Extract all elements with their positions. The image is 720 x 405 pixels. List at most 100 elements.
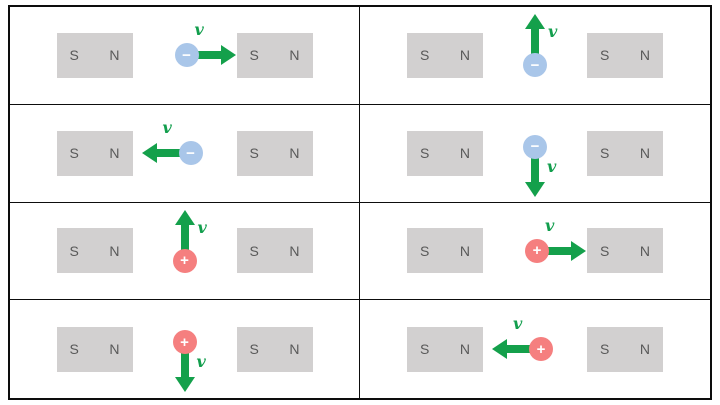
velocity-label: v [513,314,523,334]
right-magnet: S N [236,130,313,176]
arrow-head [571,240,586,261]
charge-sign: − [530,56,540,74]
panel-4: S N − v S N [360,105,710,203]
charge-sign: + [180,252,189,269]
velocity-label: v [162,118,172,138]
charge-and-velocity: + v [483,203,587,300]
arrow-head [525,14,545,29]
arrow-head [525,181,545,197]
pole-label-n: N [459,341,470,358]
panel-3: S N − v S N [10,104,360,203]
charge-particle: − [178,141,203,166]
right-magnet: S N [587,228,663,274]
pole-label-s: S [69,47,79,64]
pole-label-n: N [459,47,470,64]
left-magnet: S N [56,228,133,274]
left-magnet: S N [407,326,483,372]
panel-8: S N + v S N [360,300,710,398]
arrow-head [141,143,157,164]
arrow-shaft [531,157,539,184]
charge-particle: + [172,248,197,273]
right-magnet: S N [587,32,663,78]
charge-particle: − [174,43,199,68]
pole-label-s: S [249,47,259,64]
pole-label-n: N [639,47,650,64]
charge-and-velocity: − v [483,7,587,104]
velocity-label: v [547,156,557,176]
pole-label-n: N [109,145,120,162]
charge-particle: − [523,53,547,77]
right-magnet: S N [236,32,313,78]
charge-particle: + [529,337,553,362]
pole-label-s: S [420,341,430,358]
charge-and-velocity: − v [483,105,587,202]
panel-6: S N + v S N [360,203,710,301]
pole-label-n: N [639,242,650,259]
panel-2: S N − v S N [360,7,710,105]
charge-and-velocity: − v [133,7,237,104]
left-magnet: S N [56,326,133,372]
arrow-head [492,339,507,360]
arrow-shaft [531,28,539,56]
pole-label-n: N [289,47,300,64]
charge-sign: + [532,242,542,260]
charge-sign: − [186,144,195,162]
pole-label-s: S [420,47,430,64]
left-magnet: S N [56,32,133,78]
panel-1: S N − v S N [10,7,360,105]
pole-label-n: N [109,341,120,358]
charge-sign: + [180,333,189,351]
pole-label-s: S [249,145,259,162]
pole-label-s: S [69,341,79,358]
arrow-shaft [180,223,189,252]
pole-label-s: S [249,341,259,358]
pole-label-n: N [639,145,650,162]
pole-label-s: S [69,242,79,259]
pole-label-s: S [600,145,610,162]
pole-label-n: N [459,145,470,162]
velocity-label: v [194,20,204,40]
pole-label-s: S [420,242,430,259]
right-magnet: S N [587,130,663,176]
pole-label-n: N [289,242,300,259]
left-magnet: S N [407,130,483,176]
pole-label-s: S [600,47,610,64]
right-magnet: S N [236,228,313,274]
charge-and-velocity: + v [133,203,237,300]
arrow-head [174,377,195,393]
diagram-grid: S N − v S N S N − [8,5,712,400]
velocity-label: v [548,22,558,41]
arrow-shaft [195,51,222,60]
left-magnet: S N [407,228,483,274]
arrow-shaft [507,345,531,354]
arrow-shaft [156,149,181,158]
charge-particle: + [172,330,197,355]
pole-label-n: N [289,341,300,358]
pole-label-s: S [69,145,79,162]
panel-7: S N + v S N [10,300,360,398]
pole-label-n: N [459,242,470,259]
charge-and-velocity: + v [133,300,237,398]
pole-label-n: N [109,47,120,64]
pole-label-s: S [600,341,610,358]
pole-label-n: N [639,341,650,358]
right-magnet: S N [587,326,663,372]
panel-5: S N + v S N [10,202,360,301]
charge-sign: − [530,138,540,156]
arrow-shaft [546,246,572,255]
velocity-label: v [545,215,555,235]
arrow-head [220,45,236,66]
arrow-head [174,209,195,225]
charge-sign: − [182,46,191,64]
charge-and-velocity: − v [133,105,237,202]
pole-label-s: S [420,145,430,162]
charge-particle: − [523,134,547,159]
left-magnet: S N [407,32,483,78]
charge-particle: + [525,238,549,263]
charge-sign: + [536,340,546,358]
pole-label-n: N [109,242,120,259]
pole-label-s: S [249,242,259,259]
velocity-label: v [196,352,206,372]
charge-and-velocity: + v [483,300,587,398]
pole-label-n: N [289,145,300,162]
